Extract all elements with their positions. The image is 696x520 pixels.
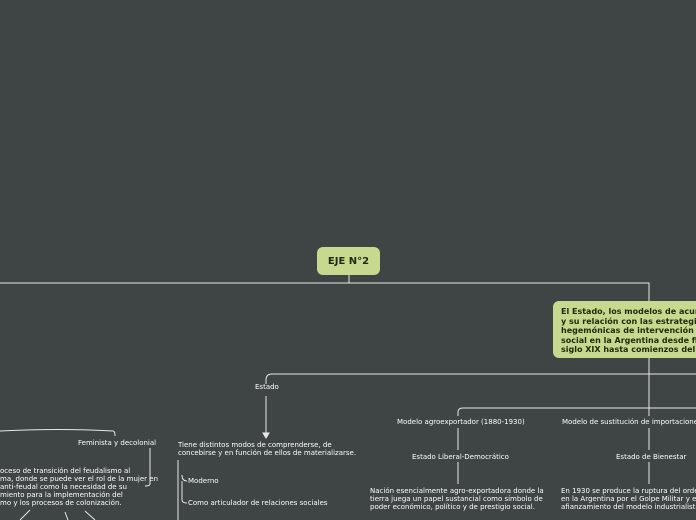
- node-text-line: poder económico, político y de prestigio…: [370, 503, 535, 511]
- node-modelo-sust-label: Modelo de sustitución de importaciones (: [562, 418, 696, 426]
- node-text-line: tierra juega un papel sustancial como sí…: [370, 495, 543, 503]
- node-modelo-agro-label: Modelo agroexportador (1880-1930): [397, 418, 525, 426]
- main-topic-line: y su relación con las estrategi: [561, 316, 696, 326]
- node-text-line: En 1930 se produce la ruptura del orden: [561, 487, 696, 495]
- connector-feminista: [0, 429, 151, 487]
- node-moderno-label: Moderno: [188, 477, 219, 485]
- connector-estado: [265, 373, 273, 384]
- node-estado-bienestar[interactable]: Estado de Bienestar: [616, 453, 686, 461]
- node-text-line: miento para la implementación del: [0, 491, 123, 499]
- node-modelo-agroexportador[interactable]: Modelo agroexportador (1880-1930): [397, 418, 525, 426]
- node-estado-label: Estado: [255, 383, 279, 391]
- connector-root: [0, 275, 650, 301]
- node-feminista-descripcion[interactable]: oceso de transición del feudalismo al ma…: [0, 467, 158, 507]
- node-estado[interactable]: Estado: [255, 383, 279, 391]
- node-text-line: en la Argentina por el Golpe Militar y e…: [561, 495, 696, 503]
- node-articulador[interactable]: Como articulador de relaciones sociales: [188, 499, 328, 507]
- connector-estado-children: [177, 460, 188, 520]
- main-topic-line: siglo XIX hasta comienzos del: [561, 345, 696, 354]
- node-articulador-label: Como articulador de relaciones sociales: [188, 499, 328, 507]
- node-bienestar-descripcion[interactable]: En 1930 se produce la ruptura del orden …: [561, 487, 696, 511]
- main-topic-estado-modelos[interactable]: El Estado, los modelos de acum y su rela…: [553, 301, 696, 358]
- node-text-line: oceso de transición del feudalismo al: [0, 467, 131, 475]
- node-text-line: mo y los procesos de colonización.: [0, 499, 122, 507]
- root-topic-eje-2[interactable]: EJE N°2: [317, 247, 380, 275]
- node-feminista-label: Feminista y decolonial: [78, 439, 157, 447]
- node-text-line: anti-feudal como la necesidad de su: [0, 483, 127, 491]
- node-estado-liberal-label: Estado Liberal-Democrático: [412, 453, 509, 461]
- node-moderno[interactable]: Moderno: [188, 477, 219, 485]
- main-topic-line: social en la Argentina desde fi: [561, 335, 696, 345]
- connector-feminista-down: [19, 509, 96, 520]
- connector-estado-arrow: [262, 432, 270, 439]
- node-feminista-decolonial[interactable]: Feminista y decolonial: [78, 439, 156, 447]
- main-topic-line: hegemónicas de intervención: [561, 326, 694, 335]
- node-estado-bienestar-label: Estado de Bienestar: [616, 453, 687, 461]
- node-text-line: Nación esencialmente agro-exportadora do…: [370, 487, 544, 495]
- node-text-line: concebirse y en función de ellos de mate…: [178, 449, 357, 457]
- node-text-line: ma, donde se puede ver el rol de la muje…: [0, 475, 159, 483]
- main-topic-line: El Estado, los modelos de acum: [561, 307, 696, 316]
- node-nacion-descripcion[interactable]: Nación esencialmente agro-exportadora do…: [370, 487, 544, 511]
- node-estado-liberal[interactable]: Estado Liberal-Democrático: [412, 453, 509, 461]
- root-topic-label: EJE N°2: [327, 255, 370, 267]
- node-text-line: afianzamiento del modelo industrialista.: [561, 503, 696, 511]
- node-estado-descripcion[interactable]: Tiene distintos modos de comprenderse, d…: [178, 441, 356, 457]
- node-text-line: Tiene distintos modos de comprenderse, d…: [178, 441, 332, 449]
- connector-modelos-bus: [457, 374, 696, 416]
- node-modelo-sustitucion[interactable]: Modelo de sustitución de importaciones (: [562, 418, 696, 426]
- connector-main-topic: [272, 358, 696, 375]
